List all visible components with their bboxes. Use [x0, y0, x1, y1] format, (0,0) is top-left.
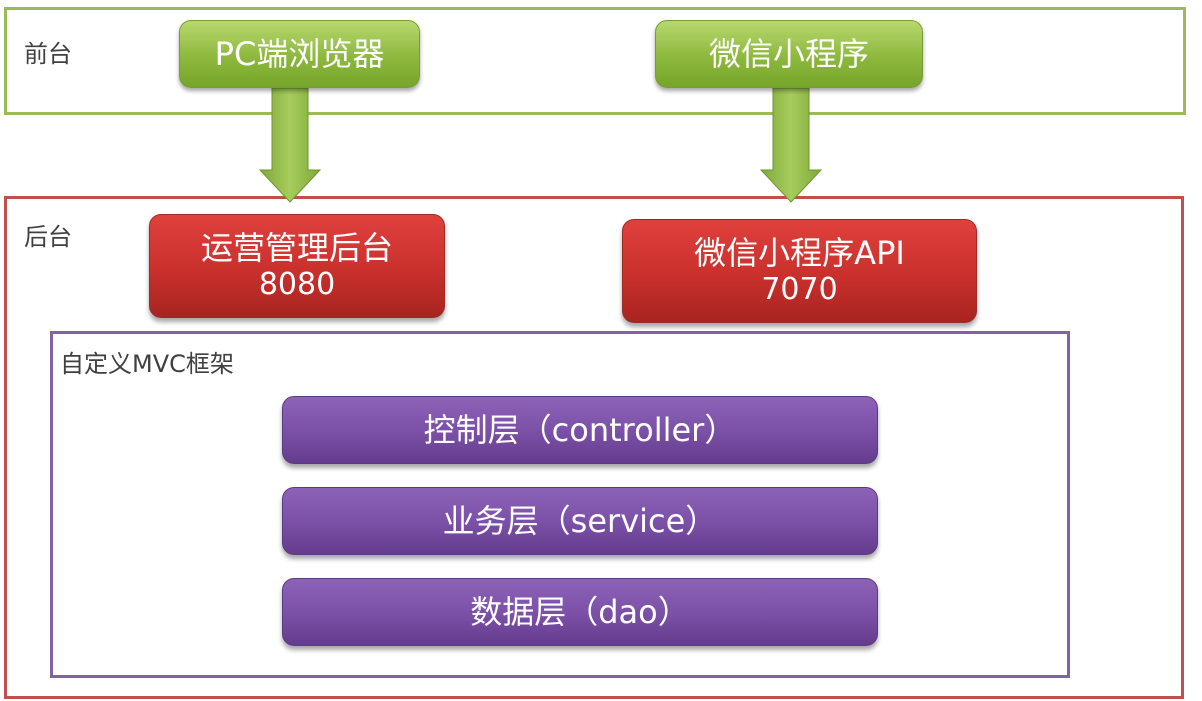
- mini-program-api-title: 微信小程序API: [694, 233, 905, 272]
- pc-browser-label: PC端浏览器: [214, 34, 385, 73]
- service-layer-box: 业务层（service）: [282, 487, 878, 555]
- arrow-pc-to-admin: [258, 88, 322, 203]
- mini-program-box: 微信小程序: [655, 20, 923, 88]
- frontend-label: 前台: [24, 40, 72, 68]
- backend-label: 后台: [24, 223, 72, 251]
- mini-program-api-port: 7070: [761, 272, 838, 308]
- service-layer-label: 业务层（service）: [442, 501, 718, 540]
- pc-browser-box: PC端浏览器: [179, 20, 420, 88]
- admin-backend-box: 运营管理后台 8080: [149, 214, 445, 318]
- arrow-mini-to-api: [759, 88, 823, 203]
- mini-program-api-box: 微信小程序API 7070: [622, 219, 977, 323]
- controller-layer-label: 控制层（controller）: [423, 410, 737, 449]
- dao-layer-box: 数据层（dao）: [282, 578, 878, 646]
- controller-layer-box: 控制层（controller）: [282, 396, 878, 464]
- mvc-label: 自定义MVC框架: [60, 350, 234, 378]
- mini-program-label: 微信小程序: [708, 34, 869, 73]
- admin-backend-port: 8080: [258, 267, 336, 303]
- admin-backend-title: 运营管理后台: [200, 228, 393, 267]
- dao-layer-label: 数据层（dao）: [470, 592, 690, 631]
